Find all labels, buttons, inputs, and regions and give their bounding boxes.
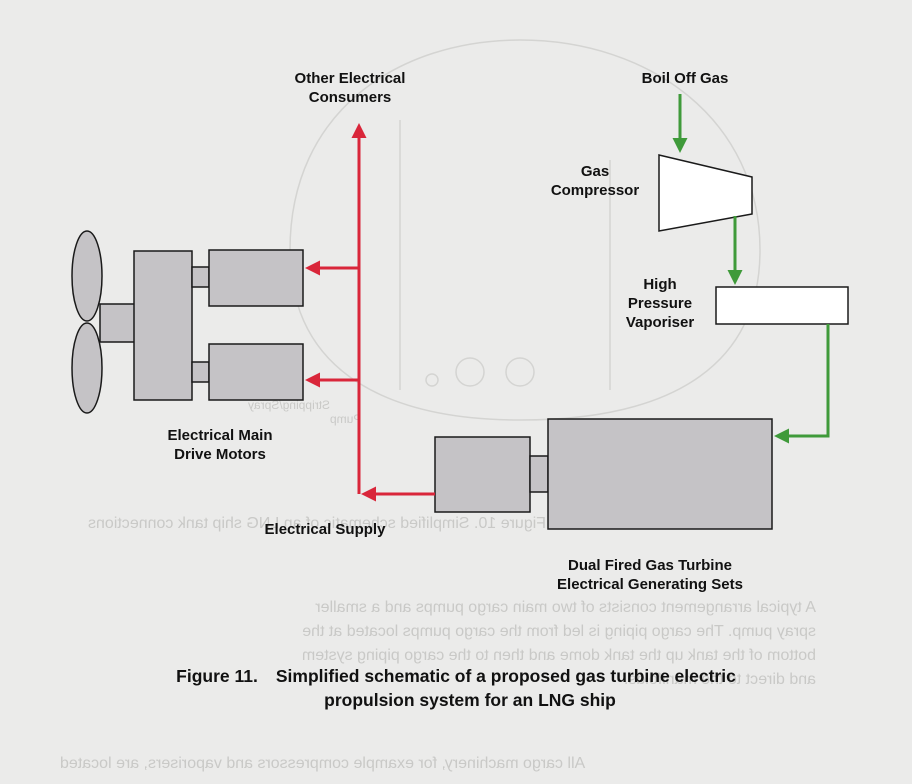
motor-coupling-upper bbox=[191, 266, 210, 288]
caption-line-1: Figure 11. Simplified schematic of a prop… bbox=[0, 664, 912, 688]
label-drive-motors: Electrical Main Drive Motors bbox=[150, 426, 290, 464]
label-line: Compressor bbox=[550, 182, 640, 199]
caption-title: Simplified schematic of a proposed gas t… bbox=[275, 666, 736, 686]
electrical-lines bbox=[305, 123, 435, 502]
caption-line-2: propulsion system for an LNG ship bbox=[324, 690, 616, 710]
label-boil-off-gas: Boil Off Gas bbox=[641, 70, 729, 87]
propeller-blade-upper bbox=[71, 230, 103, 322]
gas-compressor-body bbox=[658, 154, 753, 232]
propeller-blade-lower bbox=[71, 322, 103, 414]
generating-sets bbox=[434, 418, 773, 530]
hp-vaporiser-body bbox=[715, 286, 849, 325]
label-line: Other Electrical bbox=[294, 70, 406, 87]
label-electrical-supply: Electrical Supply bbox=[264, 521, 386, 538]
caption-number: Figure 11. bbox=[176, 666, 258, 686]
motor-coupling-lower bbox=[191, 361, 210, 383]
gas-turbine bbox=[547, 418, 773, 530]
label-line: Vaporiser bbox=[625, 314, 695, 331]
label-line: Gas bbox=[580, 163, 610, 180]
drive-motor-lower bbox=[208, 343, 304, 401]
label-line: Electrical Main bbox=[167, 427, 273, 444]
label-other-consumers: Other Electrical Consumers bbox=[280, 69, 420, 107]
drive-motor-upper bbox=[208, 249, 304, 307]
gas-lines bbox=[672, 94, 830, 444]
propeller bbox=[71, 230, 137, 414]
label-line: Consumers bbox=[308, 89, 392, 106]
label-gas-compressor: Gas Compressor bbox=[540, 162, 650, 200]
label-hp-vaporiser: High Pressure Vaporiser bbox=[610, 275, 710, 332]
label-line: Pressure bbox=[627, 295, 693, 312]
generator bbox=[434, 436, 531, 513]
label-line: Electrical Generating Sets bbox=[557, 576, 743, 593]
gearbox bbox=[133, 250, 193, 401]
vaporiser-to-turbine-line bbox=[774, 324, 830, 444]
main-drive-motors bbox=[133, 249, 304, 401]
label-line: Drive Motors bbox=[174, 446, 266, 463]
label-line: High bbox=[643, 276, 677, 293]
label-generating-sets: Dual Fired Gas Turbine Electrical Genera… bbox=[530, 556, 770, 594]
propeller-shaft bbox=[99, 303, 137, 343]
generator-coupling bbox=[529, 455, 549, 493]
label-line: Dual Fired Gas Turbine bbox=[568, 557, 732, 574]
figure-caption: Figure 11. Simplified schematic of a prop… bbox=[0, 664, 912, 712]
show-through-tank-outline bbox=[289, 39, 761, 421]
